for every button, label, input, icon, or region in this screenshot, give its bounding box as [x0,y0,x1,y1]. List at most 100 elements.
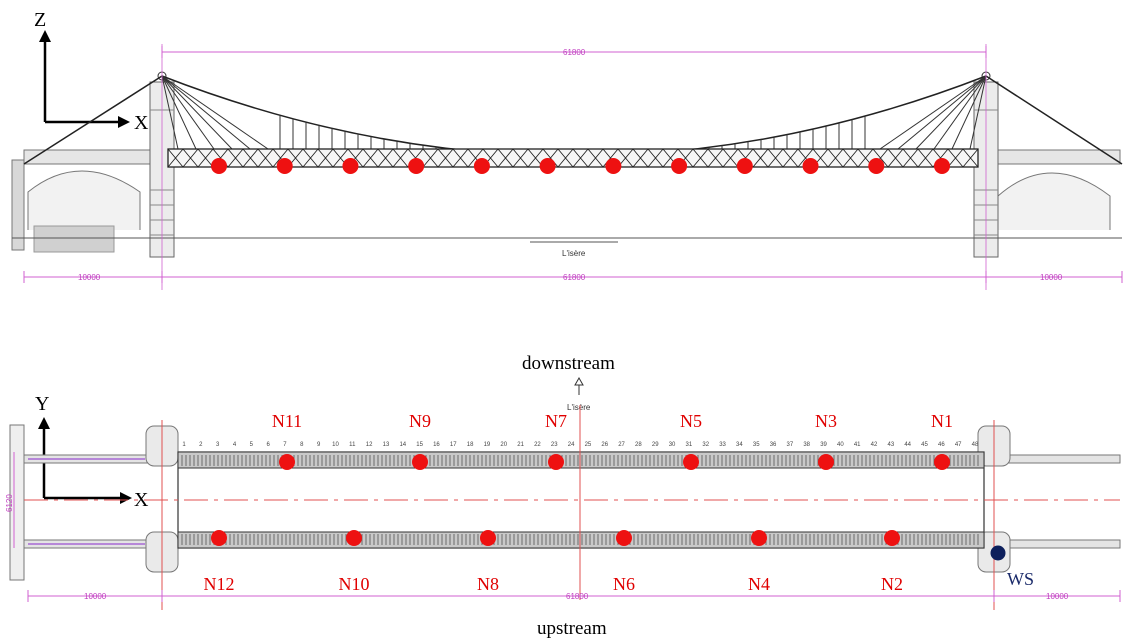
hanger-number: 1 [182,442,186,448]
truss-brace [917,148,934,168]
elevation-view: Z X 61800 [11,9,1123,290]
truss-brace [857,148,874,168]
hanger-number: 29 [652,442,659,448]
z-axis-label: Z [34,9,46,31]
sensor-dot-n5 [683,454,699,470]
sensor-dot-n7 [548,454,564,470]
hanger-number: 7 [283,442,287,448]
truss-brace [377,148,394,168]
sensor-label-n6: N6 [613,574,635,594]
hanger-number: 19 [484,442,491,448]
hanger-number: 39 [820,442,827,448]
hanger-number: 5 [250,442,254,448]
hanger-number: 21 [517,442,524,448]
y-axis-label: Y [35,393,49,415]
span-dimension-top: 61800 [161,46,987,58]
fan-stay-line [879,75,987,150]
fan-stay-line [969,75,987,150]
elevation-sensor-dot [671,158,688,174]
hanger-number: 40 [837,442,844,448]
hanger-number: 28 [635,442,642,448]
truss-brace [437,148,454,168]
elevation-sensor-dot [868,158,885,174]
elevation-sensor-dot [342,158,359,174]
sensor-dot-n9 [412,454,428,470]
right-abutment [989,149,1121,230]
sensor-label-n2: N2 [881,574,903,594]
hanger-number: 37 [787,442,794,448]
truss-brace [317,148,334,168]
elevation-sensor-dot [934,158,950,174]
truss-brace [242,148,259,168]
left-dim-plan: 10000 [84,592,107,601]
truss-brace [587,148,604,168]
hanger-number: 42 [871,442,878,448]
sensor-dot-n1 [934,454,950,470]
elevation-sensor-dot [605,158,622,174]
sensor-label-n3: N3 [815,411,837,431]
truss-brace [557,148,574,168]
truss-brace [167,148,184,168]
plan-view: downstream L'isère Y X [5,353,1121,639]
truss-brace [947,148,964,168]
elevation-sensor-dot [802,158,819,174]
elevation-axes: Z X [34,9,149,134]
truss-brace [602,148,619,168]
truss-brace [227,148,244,168]
sensor-label-n12: N12 [204,574,235,594]
truss-brace [887,148,904,168]
sensor-dot-n3 [818,454,834,470]
sensor-label-n5: N5 [680,411,702,431]
plan-axes: Y X [35,393,149,511]
left-abutment [11,149,163,253]
river-label-elevation: L'isère [562,249,586,258]
hanger-number: 34 [736,442,743,448]
sensor-dot-n8 [480,530,496,546]
hanger-number: 16 [433,442,440,448]
truss-deck [167,148,979,168]
hanger-number: 6 [266,442,270,448]
hanger-number: 38 [803,442,810,448]
hanger-number: 9 [317,442,321,448]
sensor-label-n11: N11 [272,411,302,431]
truss-brace [572,148,589,168]
truss-brace [752,148,769,168]
weather-station: WS [990,545,1034,589]
width-dim-label: 6120 [5,494,14,512]
truss-brace [392,148,409,168]
truss-brace [842,148,859,168]
x-axis-label-plan: X [134,489,149,511]
upstream-label: upstream [537,618,607,639]
hanger-number: 15 [416,442,423,448]
fan-stay-line [915,75,987,150]
right-dim-elevation: 10000 [1040,273,1063,282]
truss-brace [467,148,484,168]
fan-stay-line [161,75,269,150]
elevation-sensor-dot [276,158,293,174]
fan-stay-line [161,75,197,150]
elevation-sensor-dot [211,158,227,174]
truss-brace [962,148,979,168]
sensor-label-n9: N9 [409,411,431,431]
hanger-number: 46 [938,442,945,448]
sensor-dot-n4 [751,530,767,546]
fan-stay-line [161,75,215,150]
right-dim-plan: 10000 [1046,592,1069,601]
width-dimension: 6120 [5,452,15,548]
hanger-number: 13 [383,442,390,448]
centerlines [24,405,1120,610]
fan-stay-line [897,75,987,150]
span-dim-plan: 61800 [566,592,589,601]
truss-brace [197,148,214,168]
hanger-number: 33 [719,442,726,448]
flow-arrow-icon [574,376,584,395]
truss-brace [497,148,514,168]
right-approach [1001,454,1121,549]
fan-stay-line [161,75,179,150]
hanger-number: 14 [399,442,406,448]
hanger-number: 4 [233,442,237,448]
truss-brace [332,148,349,168]
